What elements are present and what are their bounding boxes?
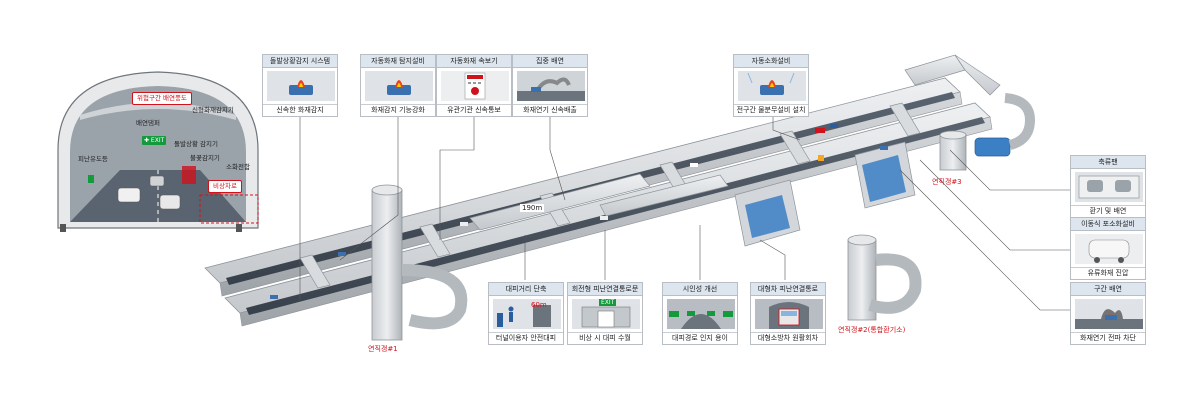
axial-fan-icon [1075, 172, 1143, 202]
fire-car-icon [365, 71, 433, 101]
card-rotating-door: 회전형 피난연결통로문 EXIT 비상 시 대피 수월 [567, 282, 643, 345]
card-desc: 대형소방차 원활회차 [751, 332, 825, 344]
alarm-panel-icon [441, 71, 509, 101]
truck-passage-icon [755, 299, 823, 329]
card-desc: 전구간 물분무설비 설치 [734, 104, 808, 116]
card-desc: 유류화재 진압 [1071, 267, 1145, 279]
card-title: 자동화재 탐지설비 [361, 55, 435, 68]
upper-ramp [904, 54, 1001, 96]
card-evacuation-distance: 대피거리 단축 60m 터널이용자 안전대피 [488, 282, 564, 345]
card-auto-fire-detection: 자동화재 탐지설비 화재감지 기능강화 [360, 54, 436, 117]
card-desc: 유관기관 신속통보 [437, 104, 511, 116]
card-title: 회전형 피난연결통로문 [568, 283, 642, 296]
card-desc: 신속한 화재감지 [263, 104, 337, 116]
card-desc: 환기 및 배연 [1071, 205, 1145, 217]
card-auto-extinguishing: 자동소화설비 전구간 물분무설비 설치 [733, 54, 809, 117]
card-desc: 비상 시 대피 수월 [568, 332, 642, 344]
fire-car-icon [267, 71, 335, 101]
card-desc: 대피경로 인지 용이 [663, 332, 737, 344]
vehicles [270, 124, 888, 299]
visibility-icon [667, 299, 735, 329]
card-title: 시인성 개선 [663, 283, 737, 296]
shaft-3-label: 연직갱#3 [932, 178, 962, 186]
card-visibility: 시인성 개선 대피경로 인지 용이 [662, 282, 738, 345]
card-title: 자동화재 속보기 [437, 55, 511, 68]
distance-badge: 60m [531, 301, 547, 309]
fire-detector-label: 신형화재감지기 [192, 106, 234, 114]
card-concentrated-exhaust: 집중 배연 화재연기 신속배출 [512, 54, 588, 117]
guide-light-label: 피난유도등 [78, 155, 108, 163]
danger-section-label: 위험구간 배연풍도 [132, 92, 192, 105]
hydrant-label: 소화전함 [226, 163, 250, 171]
distance-label: 190m [520, 204, 545, 212]
branch-tunnel [469, 173, 729, 231]
fire-car-icon [738, 71, 806, 101]
card-title: 축류팬 [1071, 156, 1145, 169]
shaft-1-label: 연직갱#1 [368, 345, 398, 353]
shaft-2-label: 연직갱#2(통합환기소) [838, 326, 906, 334]
shaft-2 [847, 234, 922, 321]
card-auto-fire-alarm: 자동화재 속보기 유관기관 신속통보 [436, 54, 512, 117]
flame-detector-label: 불꽃감지기 [190, 154, 220, 162]
shaft-1 [371, 184, 468, 341]
exit-sign: ✚ EXIT [142, 136, 167, 145]
exit-door-icon: EXIT [572, 299, 640, 329]
card-axial-fan: 축류팬 환기 및 배연 [1070, 155, 1146, 218]
card-section-exhaust: 구간 배연 화재연기 전파 차단 [1070, 282, 1146, 345]
card-title: 돌발상황감지 시스템 [263, 55, 337, 68]
card-title: 집중 배연 [513, 55, 587, 68]
card-incident-detection: 돌발상황감지 시스템 신속한 화재감지 [262, 54, 338, 117]
exhaust-vent-label: 배연댐퍼 [136, 119, 160, 127]
section-smoke-icon [1075, 299, 1143, 329]
card-desc: 화재감지 기능강화 [361, 104, 435, 116]
card-title: 구간 배연 [1071, 283, 1145, 296]
card-desc: 화재연기 신속배출 [513, 104, 587, 116]
exit-badge: EXIT [599, 299, 617, 306]
card-title: 대형차 피난연결통로 [751, 283, 825, 296]
shaft-3 [939, 93, 1036, 171]
card-mobile-foam: 이동식 포소화설비 유류화재 진압 [1070, 217, 1146, 280]
card-truck-passage: 대형차 피난연결통로 대형소방차 원활회차 [750, 282, 826, 345]
evacuation-icon: 60m [493, 299, 561, 329]
card-desc: 화재연기 전파 차단 [1071, 332, 1145, 344]
card-desc: 터널이용자 안전대피 [489, 332, 563, 344]
cross-passages [299, 102, 921, 289]
foam-tank-icon [1075, 234, 1143, 264]
leader-lines [299, 110, 1070, 311]
emergency-lane-label: 비상차로 [208, 180, 242, 193]
card-title: 대피거리 단축 [489, 283, 563, 296]
card-title: 이동식 포소화설비 [1071, 218, 1145, 231]
card-title: 자동소화설비 [734, 55, 808, 68]
situation-detector-label: 돌발상황 감지기 [174, 140, 218, 148]
truck-passage [734, 141, 916, 247]
smoke-exhaust-icon [517, 71, 585, 101]
